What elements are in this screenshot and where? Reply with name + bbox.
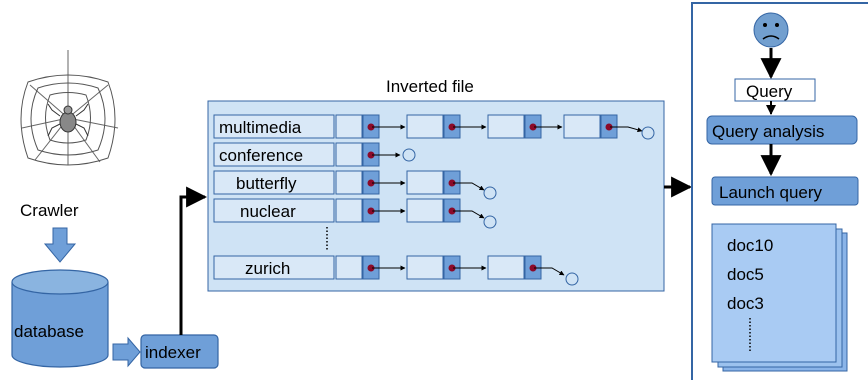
query-label: Query bbox=[746, 82, 793, 101]
term-label: nuclear bbox=[240, 202, 296, 221]
result-doc-2: doc5 bbox=[727, 265, 764, 284]
term-label: multimedia bbox=[219, 118, 302, 137]
database-to-indexer-arrow bbox=[112, 336, 141, 368]
indexer-to-inverted-file-arrow bbox=[179, 186, 208, 335]
term-row-butterfly: butterfly bbox=[213, 170, 497, 200]
query-box bbox=[734, 78, 816, 102]
term-row-conference: conference bbox=[213, 142, 416, 167]
crawler-to-database-arrow bbox=[43, 227, 77, 263]
result-doc-3: doc3 bbox=[727, 294, 764, 313]
result-doc-1: doc10 bbox=[727, 236, 773, 255]
term-row-nuclear: nuclear bbox=[213, 198, 497, 229]
term-label: conference bbox=[219, 146, 303, 165]
term-row-zurich: zurich bbox=[213, 255, 579, 286]
term-label: butterfly bbox=[236, 174, 297, 193]
term-label: zurich bbox=[245, 259, 290, 278]
results-document-stack bbox=[711, 223, 848, 372]
launch-query-box bbox=[711, 176, 859, 206]
query-analysis-label: Query analysis bbox=[712, 122, 824, 141]
database-cylinder-icon bbox=[11, 269, 109, 368]
database-label: database bbox=[14, 322, 84, 341]
launch-query-label: Launch query bbox=[719, 183, 823, 202]
indexer-label: indexer bbox=[145, 343, 201, 362]
crawler-label: Crawler bbox=[20, 201, 79, 220]
inverted-file-title: Inverted file bbox=[386, 77, 474, 96]
query-analysis-box bbox=[706, 115, 858, 145]
user-face-icon bbox=[753, 12, 789, 48]
search-panel bbox=[691, 2, 868, 380]
term-row-multimedia: multimedia bbox=[213, 114, 655, 140]
spider-web-icon bbox=[20, 50, 119, 166]
